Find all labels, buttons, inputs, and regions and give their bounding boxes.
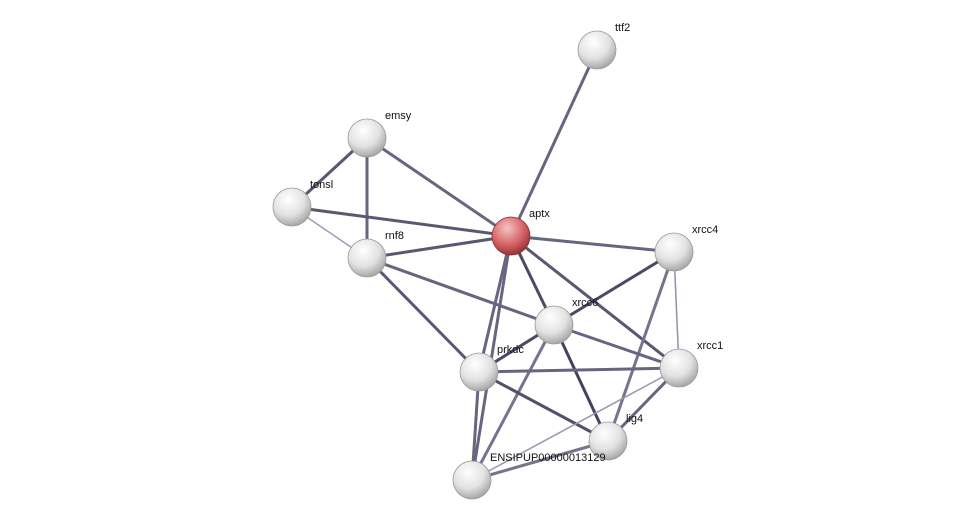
node-label-lig4: lig4 — [626, 413, 644, 425]
node-rnf8[interactable] — [347, 238, 387, 278]
node-emsy[interactable] — [347, 118, 387, 158]
node-label-ensipup: ENSIPUP00000013129 — [490, 452, 606, 464]
node-label-xrcc1: xrcc1 — [697, 340, 724, 352]
edge-rnf8-xrcc6 — [366, 256, 555, 327]
node-xrcc1[interactable] — [659, 348, 699, 388]
edge-ttf2-aptx — [509, 49, 599, 237]
edge-rnf8-aptx — [366, 234, 512, 260]
node-ttf2[interactable] — [577, 30, 617, 70]
edge-tonsl-aptx — [291, 205, 512, 238]
node-label-xrcc6: xrcc6 — [572, 297, 599, 309]
node-label-ttf2: ttf2 — [615, 22, 631, 34]
node-prkdc[interactable] — [459, 352, 499, 392]
node-xrcc4[interactable] — [654, 232, 694, 272]
edge-xrcc6-ensipup — [470, 324, 556, 481]
node-tonsl[interactable] — [272, 187, 312, 227]
edge-prkdc-lig4 — [478, 370, 609, 443]
node-label-rnf8: rnf8 — [385, 230, 404, 242]
node-label-tonsl: tonsl — [310, 179, 334, 191]
node-ensipup[interactable] — [452, 460, 492, 500]
node-label-aptx: aptx — [529, 208, 550, 220]
node-label-xrcc4: xrcc4 — [692, 224, 719, 236]
edge-xrcc4-lig4 — [606, 251, 676, 442]
edge-rnf8-prkdc — [365, 256, 481, 374]
edge-aptx-prkdc — [477, 235, 513, 373]
edge-lig4-ensipup — [471, 439, 609, 482]
edge-prkdc-xrcc1 — [478, 366, 680, 374]
edge-xrcc1-ensipup — [471, 367, 680, 481]
edge-aptx-xrcc4 — [510, 234, 675, 254]
edge-emsy-aptx — [366, 136, 512, 238]
node-lig4[interactable] — [588, 421, 628, 461]
edge-xrcc6-xrcc1 — [553, 323, 680, 370]
node-label-prkdc: prkdc — [497, 344, 524, 356]
edge-xrcc6-lig4 — [552, 324, 610, 442]
node-xrcc6[interactable] — [534, 305, 574, 345]
node-aptx[interactable] — [491, 216, 531, 256]
edge-aptx-xrcc1 — [510, 234, 680, 370]
edge-xrcc4-xrcc6 — [553, 250, 675, 327]
node-label-emsy: emsy — [385, 110, 412, 122]
